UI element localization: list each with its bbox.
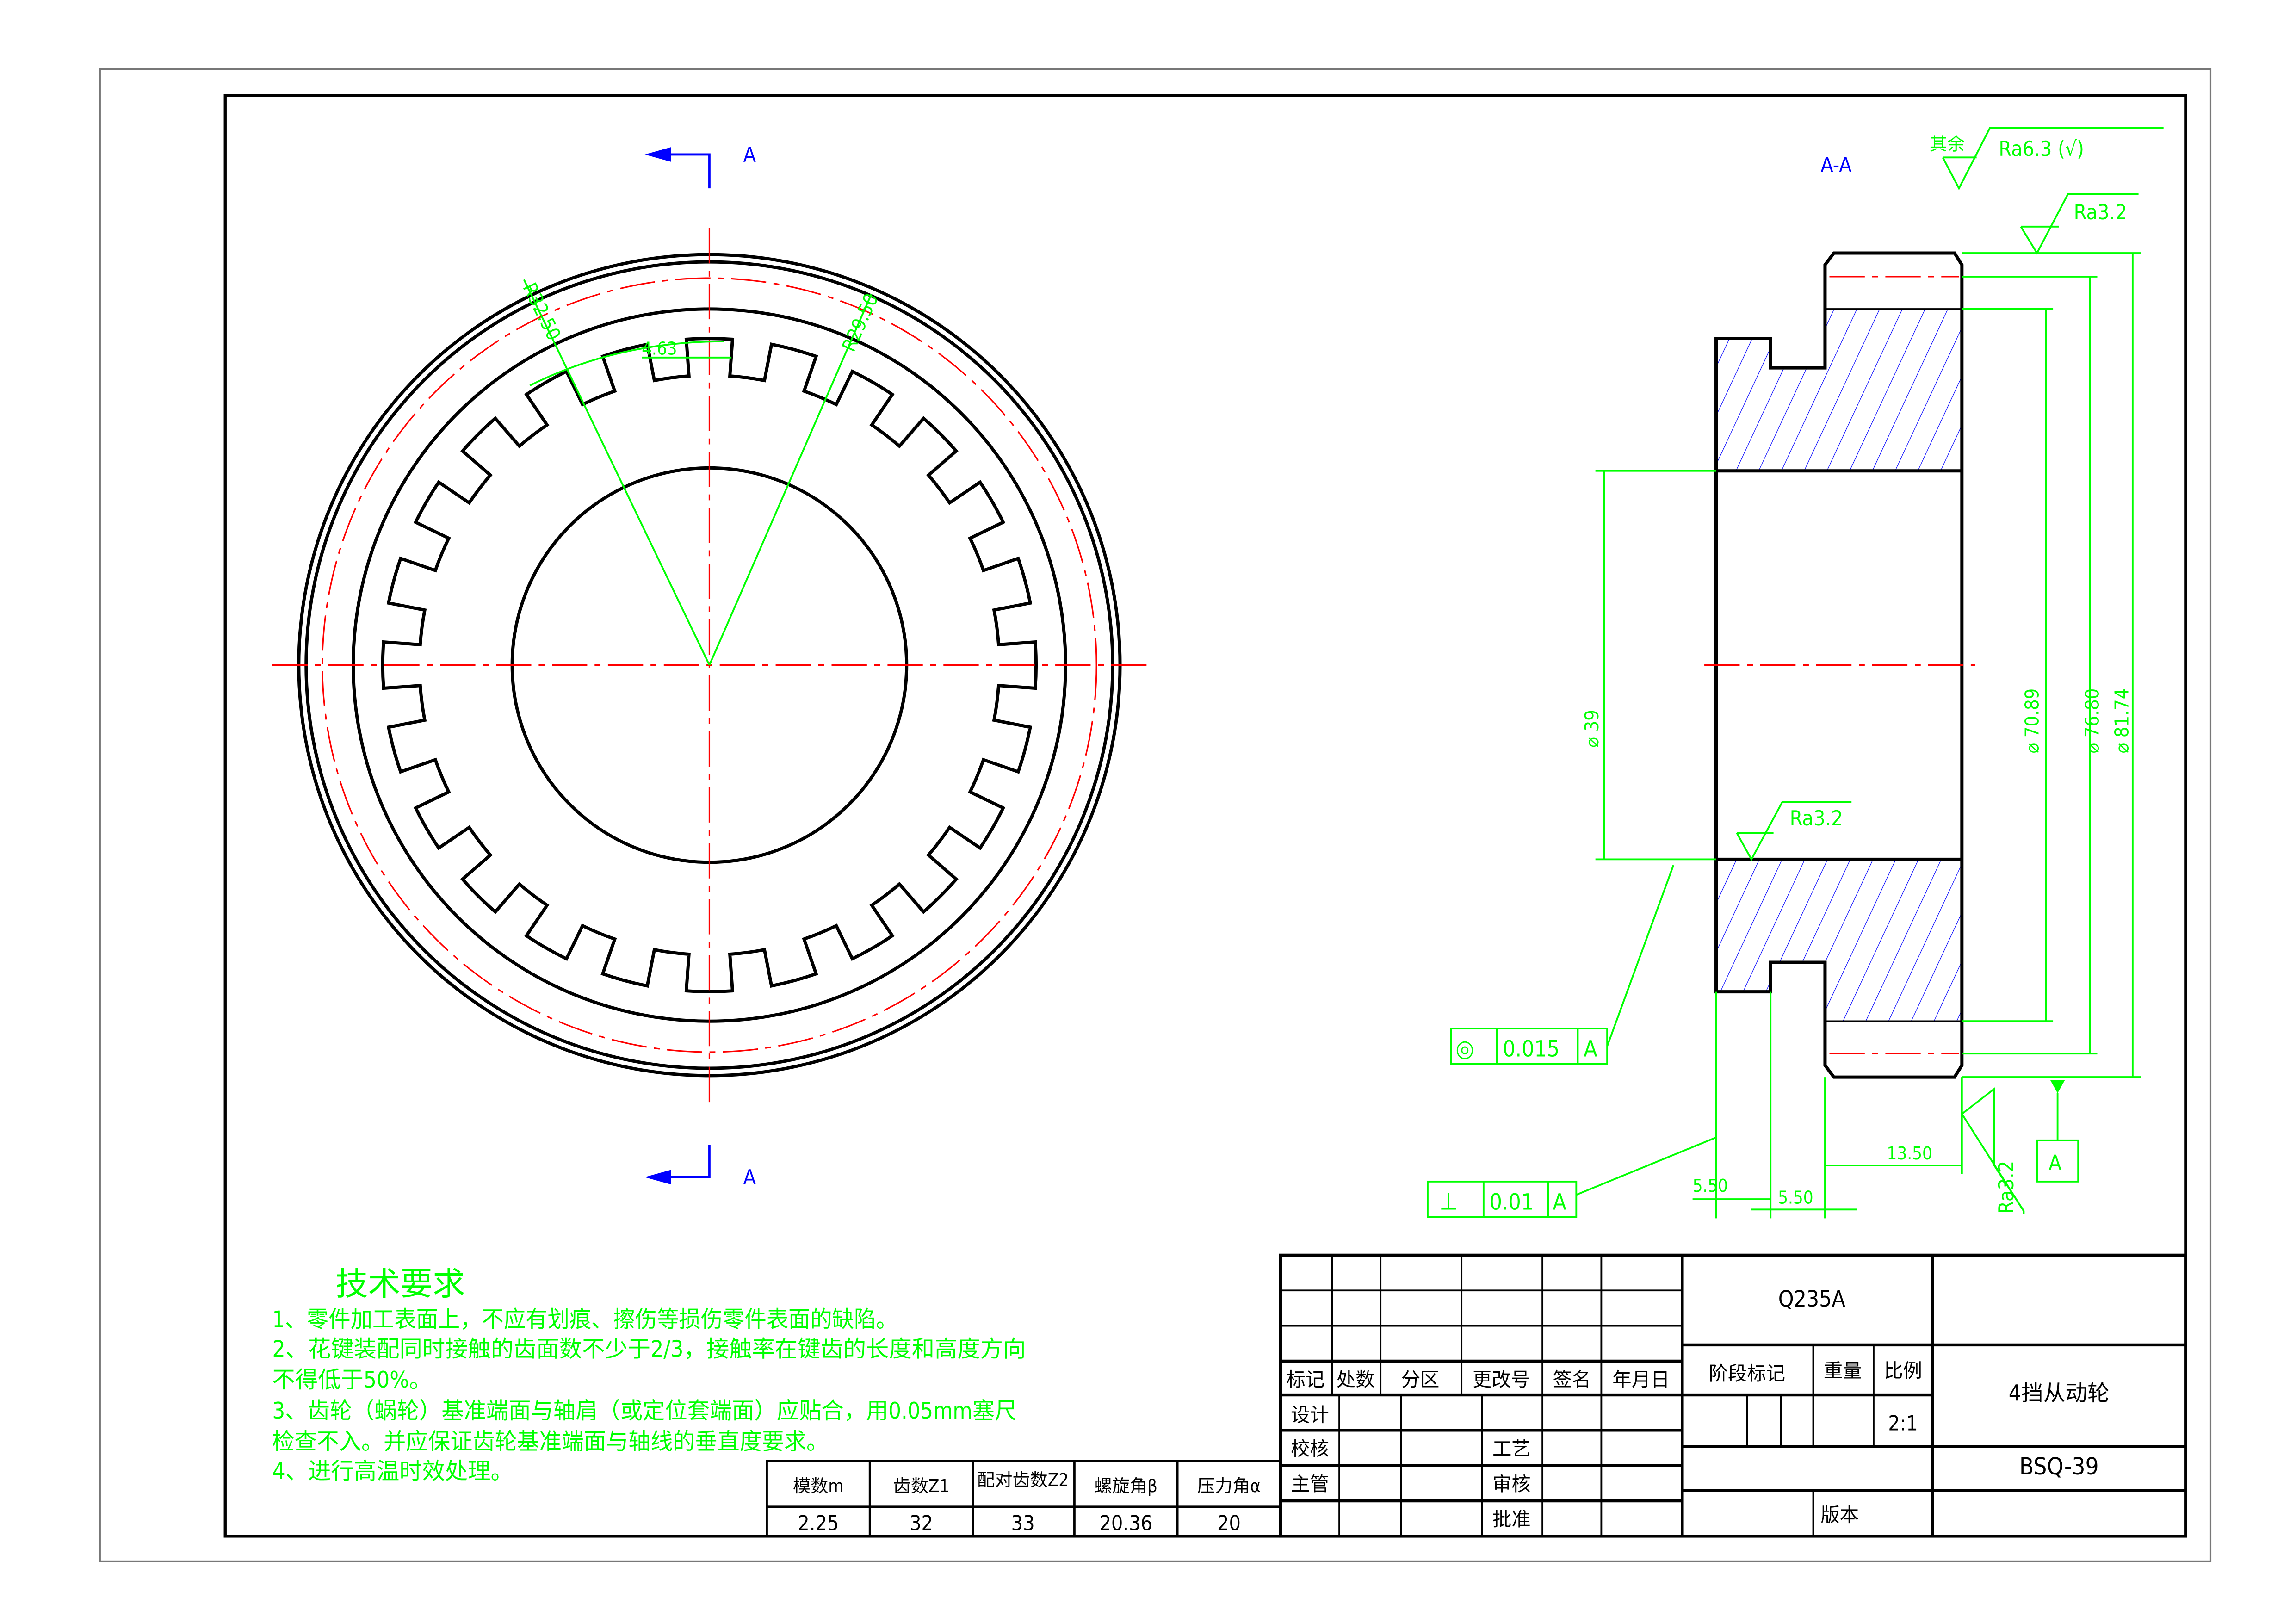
radius-dimension-r32: R32.50	[518, 279, 711, 666]
fcf-perpendicularity: ⊥ 0.01 A	[1427, 1136, 1717, 1218]
svg-text:技术要求: 技术要求	[335, 1265, 465, 1303]
tb-label: 工艺	[1492, 1437, 1531, 1460]
material: Q235A	[1778, 1287, 1846, 1312]
svg-text:⌀ 70.89: ⌀ 70.89	[2021, 688, 2043, 754]
dim-groove-width-2: 5.50	[1751, 1188, 1857, 1211]
tb-label: 批准	[1492, 1508, 1531, 1530]
hatch-bottom	[1716, 859, 1962, 1022]
svg-text:4.63: 4.63	[642, 339, 677, 359]
roughness-face-symbol: Ra3.2	[1961, 1087, 2025, 1214]
param-header: 配对齿数Z2	[977, 1470, 1069, 1491]
tb-label: 处数	[1337, 1369, 1375, 1391]
key-width-dimension: 4.63	[529, 339, 732, 386]
title-block	[1279, 1253, 2187, 1538]
outer-border	[99, 68, 2212, 1562]
svg-text:⌀ 81.74: ⌀ 81.74	[2110, 688, 2133, 754]
param-header: 螺旋角β	[1095, 1476, 1157, 1497]
dim-hub-width: 13.50	[1825, 1144, 1962, 1166]
tb-label: 主管	[1291, 1473, 1329, 1495]
tb-label: 校核	[1291, 1437, 1329, 1460]
tb-label: 审核	[1492, 1473, 1531, 1495]
svg-text:0.015: 0.015	[1503, 1037, 1560, 1062]
param-value: 20.36	[1099, 1511, 1152, 1536]
tb-label: 比例	[1884, 1360, 1922, 1382]
front-view: A A R32.50 R29.50 4.63	[272, 143, 1148, 1189]
svg-text:Ra6.3 (√): Ra6.3 (√)	[1999, 137, 2084, 161]
tb-label: 年月日	[1612, 1369, 1670, 1391]
tb-label: 重量	[1824, 1360, 1862, 1382]
svg-text:A: A	[743, 1165, 756, 1189]
dim-diameter-76-80: ⌀ 76.80	[1962, 276, 2104, 1055]
radius-dimension-r29: R29.50	[708, 290, 883, 666]
internal-spline-outline	[381, 337, 1038, 993]
part-name: 4挡从动轮	[2009, 1381, 2110, 1406]
section-title: A-A	[1820, 153, 1852, 177]
drawing-number: BSQ-39	[2019, 1453, 2099, 1481]
tb-label: 设计	[1291, 1404, 1329, 1426]
svg-text:R29.50: R29.50	[837, 290, 883, 355]
hatch-top	[1716, 309, 1962, 471]
dim-bore-diameter: ⌀ 39	[1581, 470, 1716, 861]
tb-label: 标记	[1287, 1369, 1325, 1391]
technical-requirements: 技术要求 1、零件加工表面上，不应有划痕、擦伤等损伤零件表面的缺陷。 2、花键装…	[272, 1265, 1026, 1485]
svg-text:Ra3.2: Ra3.2	[2074, 200, 2127, 224]
svg-text:A: A	[2049, 1151, 2062, 1175]
svg-text:◎: ◎	[1455, 1035, 1474, 1063]
fcf-concentricity: ◎ 0.015 A	[1450, 865, 1675, 1065]
section-marker-top: A	[644, 143, 756, 189]
svg-text:1、零件加工表面上，不应有划痕、擦伤等损伤零件表面的缺陷。: 1、零件加工表面上，不应有划痕、擦伤等损伤零件表面的缺陷。	[272, 1306, 898, 1333]
svg-text:⊥: ⊥	[1439, 1188, 1458, 1215]
svg-text:A: A	[743, 143, 756, 167]
scale-value: 2:1	[1888, 1411, 1918, 1435]
roughness-top-symbol: Ra3.2	[2020, 193, 2139, 255]
tb-label: 分区	[1401, 1369, 1440, 1391]
svg-text:5.50: 5.50	[1693, 1176, 1728, 1196]
svg-text:A: A	[1553, 1189, 1566, 1215]
param-value: 32	[910, 1511, 933, 1536]
svg-text:Ra3.2: Ra3.2	[1790, 806, 1843, 830]
tb-label: 签名	[1553, 1369, 1591, 1391]
svg-text:3、齿轮（蜗轮）基准端面与轴肩（或定位套端面）应贴合，用0.: 3、齿轮（蜗轮）基准端面与轴肩（或定位套端面）应贴合，用0.05mm塞尺	[272, 1397, 1017, 1424]
section-marker-bottom: A	[644, 1145, 756, 1189]
svg-text:2、花键装配同时接触的齿面数不少于2/3，接触率在键齿的长度: 2、花键装配同时接触的齿面数不少于2/3，接触率在键齿的长度和高度方向	[272, 1335, 1026, 1362]
roughness-bore-symbol: Ra3.2	[1736, 801, 1852, 861]
dim-diameter-70-89: ⌀ 70.89	[1962, 308, 2054, 1022]
svg-text:A: A	[1584, 1037, 1597, 1062]
datum-a: A	[2036, 1080, 2079, 1183]
param-value: 2.25	[798, 1511, 839, 1536]
param-header: 模数m	[793, 1476, 844, 1497]
tb-label: 更改号	[1473, 1369, 1530, 1391]
svg-text:5.50: 5.50	[1778, 1188, 1813, 1208]
svg-text:其余: 其余	[1930, 134, 1965, 155]
svg-text:检查不入。并应保证齿轮基准端面与轴线的垂直度要求。: 检查不入。并应保证齿轮基准端面与轴线的垂直度要求。	[272, 1428, 829, 1455]
tb-label: 版本	[1820, 1504, 1859, 1526]
param-header: 压力角α	[1197, 1476, 1261, 1497]
svg-text:不得低于50%。: 不得低于50%。	[272, 1366, 432, 1393]
roughness-other-symbol: 其余 Ra6.3 (√)	[1930, 127, 2164, 191]
svg-text:R32.50: R32.50	[518, 279, 565, 344]
dim-groove-width-1: 5.50	[1692, 1176, 1771, 1200]
svg-text:0.01: 0.01	[1490, 1189, 1534, 1215]
dim-diameter-81-74: ⌀ 81.74	[1962, 252, 2141, 1078]
tb-label: 阶段标记	[1709, 1363, 1785, 1385]
param-value: 20	[1217, 1511, 1241, 1536]
svg-text:⌀ 39: ⌀ 39	[1581, 710, 1603, 748]
svg-text:⌀ 76.80: ⌀ 76.80	[2081, 688, 2104, 754]
svg-text:4、进行高温时效处理。: 4、进行高温时效处理。	[272, 1457, 514, 1484]
svg-text:13.50: 13.50	[1887, 1144, 1932, 1164]
svg-text:Ra3.2: Ra3.2	[1994, 1161, 2018, 1214]
param-value: 33	[1011, 1511, 1035, 1536]
param-header: 齿数Z1	[893, 1476, 950, 1497]
section-view: A-A 其余 Ra6.3 (√) Ra3.2	[1427, 127, 2164, 1219]
